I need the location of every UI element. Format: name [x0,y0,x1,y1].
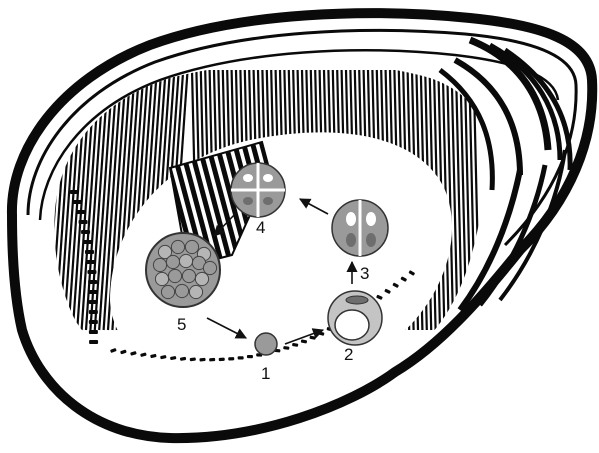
stage-1-cell [255,333,277,355]
mass-cell [155,272,168,285]
mass-cell [166,255,179,268]
stage-5-cell-mass [146,233,220,307]
mass-cell [182,269,195,282]
mass-cell [161,285,174,298]
stage-label-5: 5 [177,315,186,334]
mass-cell [195,272,208,285]
stage-label-4: 4 [256,218,265,237]
stage-label-3: 3 [360,264,369,283]
stage-label-2: 2 [344,345,353,364]
stage-2-cyst [328,291,382,345]
stage-4-cell [231,163,285,217]
mass-cell [171,240,184,253]
stage-label-1: 1 [261,364,270,383]
mass-cell [179,254,192,267]
stage-3-cell [332,200,388,256]
mass-cell [168,269,181,282]
mass-cell [203,261,216,274]
mass-cell [185,240,198,253]
mass-cell [153,258,166,271]
mass-cell [175,284,188,297]
mass-cell [189,285,202,298]
